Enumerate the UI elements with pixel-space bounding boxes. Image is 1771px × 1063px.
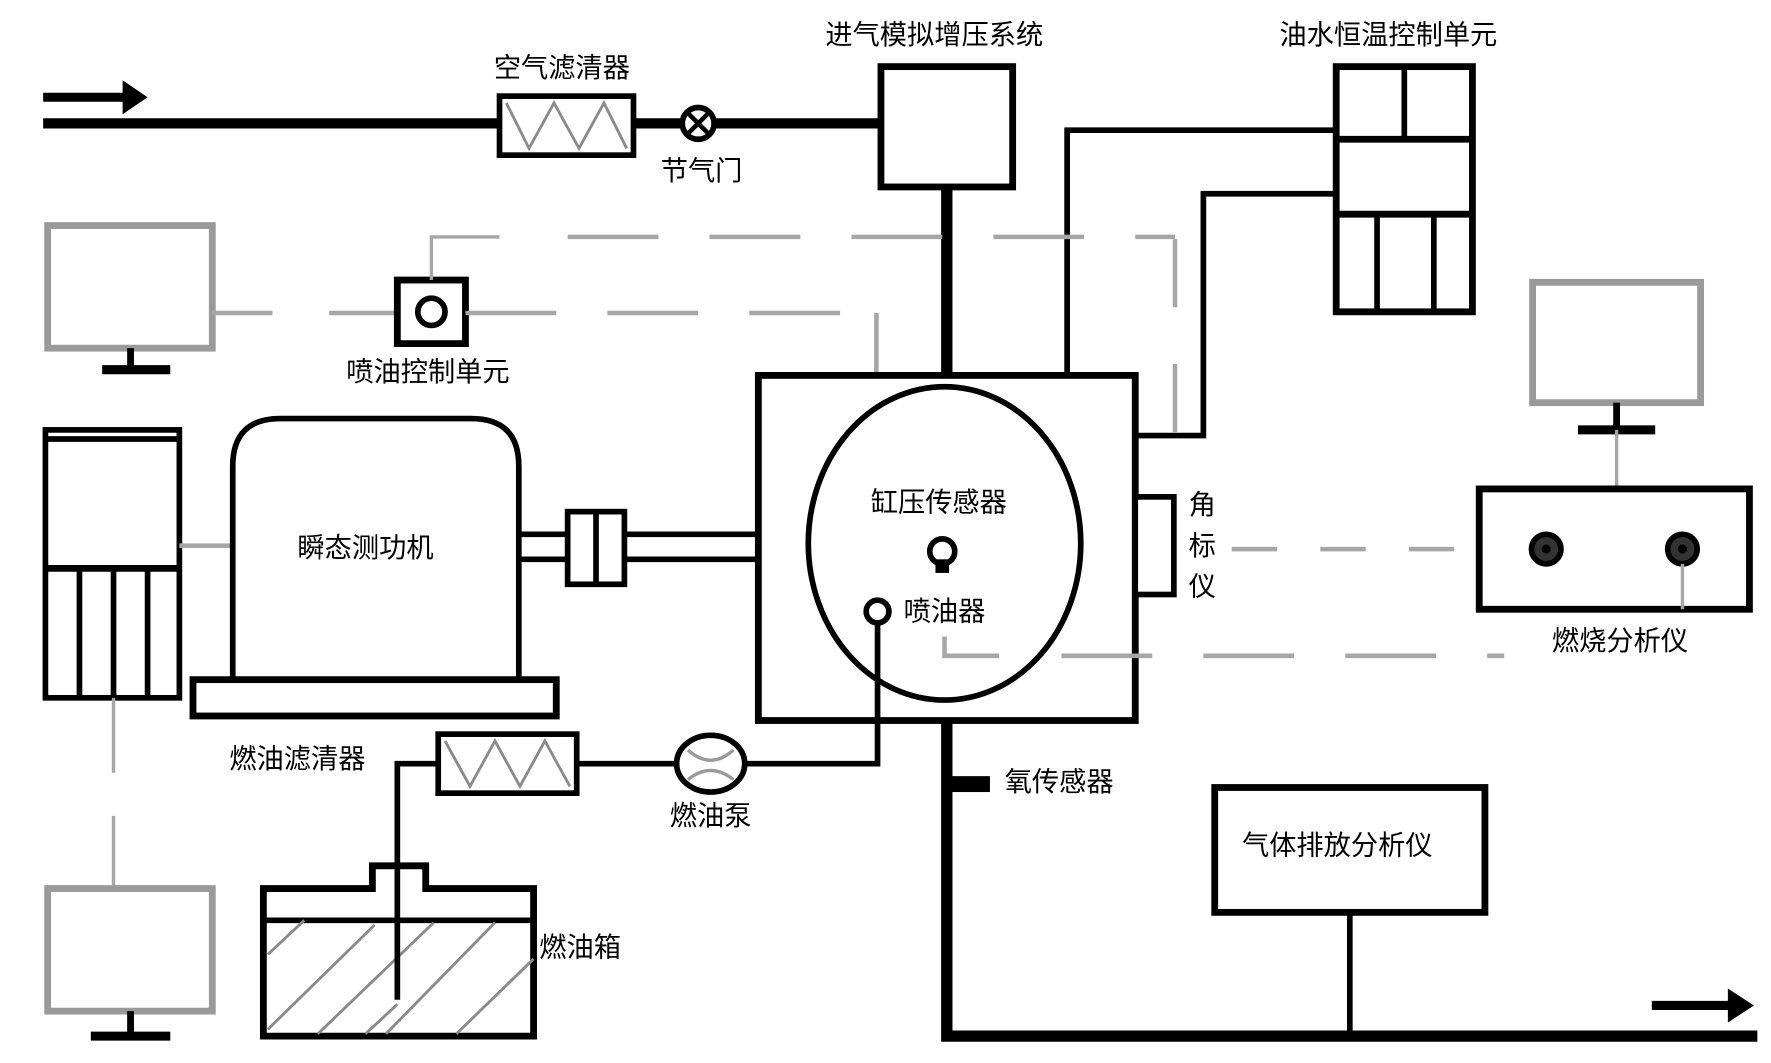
exhaust-outlet-arrow xyxy=(1651,988,1754,1023)
intake-boost-system-label: 进气模拟增压系统 xyxy=(825,20,1043,51)
injector-label: 喷油器 xyxy=(904,597,986,628)
combustion-analyzer xyxy=(1475,485,1753,613)
angle-marker-label-2: 标 xyxy=(1189,531,1216,562)
fuel-filter-label: 燃油滤清器 xyxy=(229,744,365,775)
emission-analyzer-label: 气体排放分析仪 xyxy=(1242,830,1433,861)
oil-water-temp-unit xyxy=(1332,63,1476,316)
injection-control-unit xyxy=(393,276,469,348)
oxygen-sensor-icon xyxy=(946,776,990,793)
transient-dynamometer-label: 瞬态测功机 xyxy=(297,533,433,564)
cylinder-pressure-sensor-icon xyxy=(926,536,958,573)
injection-control-unit-label: 喷油控制单元 xyxy=(346,357,509,388)
exhaust-pipe xyxy=(941,720,1758,1042)
dyno-control-cabinet xyxy=(42,427,183,701)
injector-icon xyxy=(863,597,892,626)
transient-dynamometer xyxy=(189,415,560,720)
coolant-line-1 xyxy=(1064,127,1337,376)
fuel-pump-icon xyxy=(673,732,748,795)
cylinder-chamber xyxy=(805,383,1084,703)
monitor-icon-2 xyxy=(44,885,216,1041)
angle-marker-label-1: 角 xyxy=(1189,490,1216,521)
air-filter-label: 空气滤清器 xyxy=(494,53,630,84)
fuel-pump-label: 燃油泵 xyxy=(670,801,752,832)
coolant-line-2 xyxy=(1135,190,1337,439)
throttle-label: 节气门 xyxy=(661,156,743,187)
fuel-line-injector xyxy=(744,622,881,767)
air-inlet-arrow xyxy=(43,80,148,115)
throttle-valve-icon xyxy=(679,104,717,143)
combustion-analyzer-label: 燃烧分析仪 xyxy=(1552,626,1688,657)
fuel-filter xyxy=(435,731,580,797)
air-filter xyxy=(496,93,637,159)
angle-marker-label-3: 仪 xyxy=(1189,572,1216,603)
monitor-icon-1 xyxy=(44,222,216,375)
oxygen-sensor-label: 氧传感器 xyxy=(1005,767,1114,798)
monitor-icon-3 xyxy=(1529,278,1705,489)
drive-shaft xyxy=(518,508,759,588)
fuel-tank xyxy=(259,862,537,1040)
angle-marker-box xyxy=(1132,494,1177,598)
cylinder-pressure-sensor-label: 缸压传感器 xyxy=(871,488,1007,519)
intake-boost-system-box xyxy=(877,63,1017,191)
fuel-tank-label: 燃油箱 xyxy=(539,933,621,964)
oil-water-temp-unit-label: 油水恒温控制单元 xyxy=(1279,20,1497,51)
